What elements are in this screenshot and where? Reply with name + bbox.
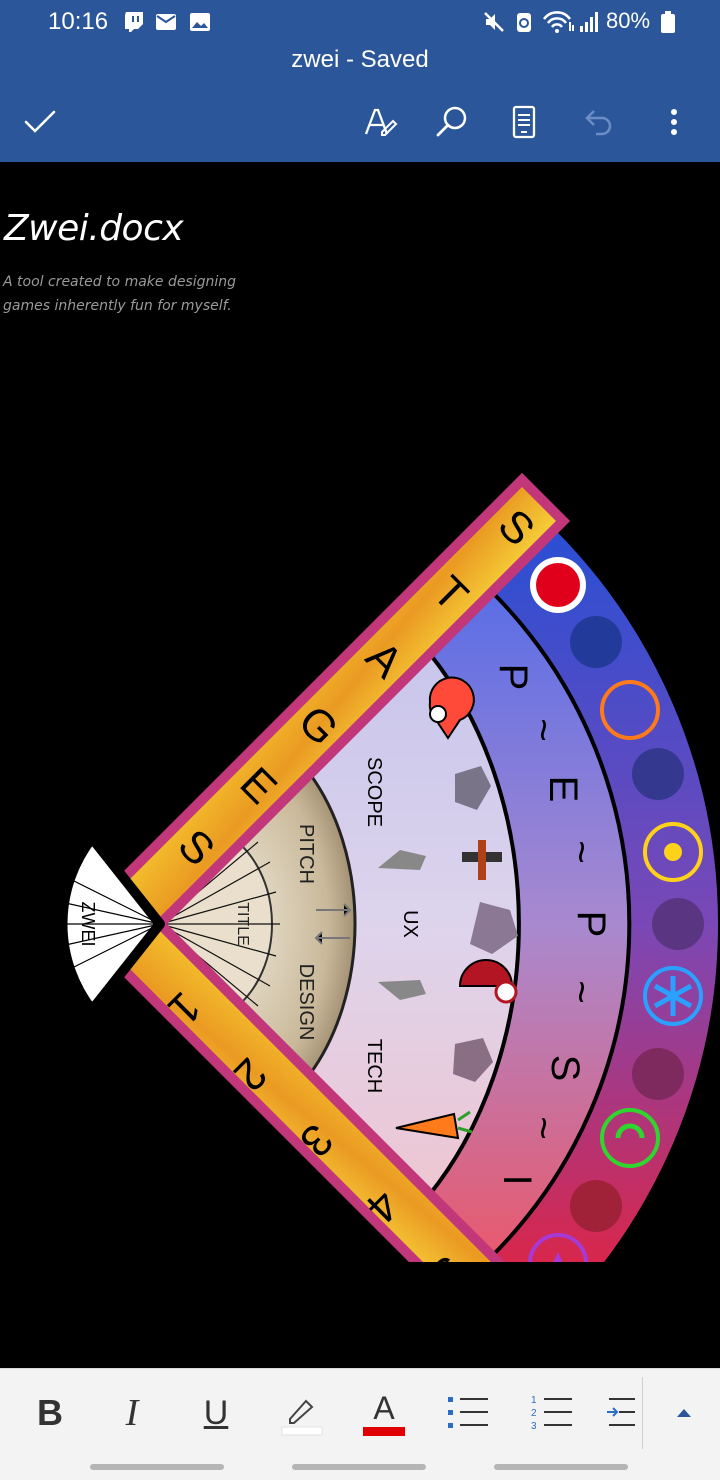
pen-format-icon <box>364 108 398 136</box>
zwei-stages-diagram[interactable]: P ~ E ~ P ~ S ~ I SCOPE UX TECH <box>0 262 720 1262</box>
indent-icon <box>607 1398 635 1426</box>
nav-home[interactable] <box>292 1464 426 1470</box>
inner-band-labels: SCOPE UX TECH <box>363 757 421 1093</box>
read-mode-button[interactable] <box>498 96 550 148</box>
mid-band-letters: P ~ E ~ P ~ S ~ I <box>491 664 613 1186</box>
undo-button[interactable] <box>572 96 624 148</box>
more-icon <box>671 109 677 135</box>
svg-text:1: 1 <box>531 1395 537 1406</box>
undo-icon <box>585 110 612 136</box>
document-title: Zwei.docx <box>4 208 184 249</box>
status-bar: 10:16 80% <box>0 0 720 44</box>
more-options-button[interactable] <box>648 96 700 148</box>
bullets-button[interactable] <box>438 1383 498 1443</box>
fan-title: TITLE <box>234 902 251 946</box>
nav-back[interactable] <box>494 1464 628 1470</box>
gallery-icon <box>188 10 212 34</box>
mail-icon <box>154 10 178 34</box>
font-color-swatch <box>363 1426 405 1436</box>
ring-letter: E <box>541 776 585 803</box>
numbering-button[interactable]: 1 2 3 <box>522 1383 582 1443</box>
recycle-icon <box>512 10 536 34</box>
signal-icon <box>578 10 602 34</box>
done-button[interactable] <box>14 96 66 148</box>
ring-letter: ~ <box>559 980 603 1003</box>
wifi-icon <box>542 10 576 34</box>
caret-up-icon <box>677 1409 691 1417</box>
ux-label: UX <box>399 910 421 938</box>
read-mode-icon <box>512 105 536 139</box>
inner-band-icons <box>395 676 518 1140</box>
document-subtitle: A tool created to make designing games i… <box>3 274 237 314</box>
core-arrows <box>314 903 352 945</box>
design-label: DESIGN <box>295 964 317 1041</box>
system-nav-bar <box>0 1456 720 1480</box>
svg-text:2: 2 <box>531 1408 537 1419</box>
underline-button[interactable]: U <box>203 1393 229 1432</box>
highlight-button[interactable] <box>270 1383 330 1443</box>
twitch-icon <box>122 10 146 34</box>
highlighter-icon <box>281 1399 323 1436</box>
scope-label: SCOPE <box>363 757 385 827</box>
zwei-fan: ZWEI <box>50 833 165 1015</box>
battery-percent: 80% <box>606 8 651 33</box>
ring-letter: P <box>569 911 613 938</box>
document-status-title: zwei - Saved <box>291 46 429 73</box>
battery-icon <box>660 10 676 34</box>
ring-letter: ~ <box>559 840 603 863</box>
outer-band-icons <box>528 557 704 1262</box>
font-color-button[interactable]: A <box>354 1383 414 1443</box>
ring-letter: I <box>495 1174 539 1185</box>
toolbar-divider <box>642 1377 643 1449</box>
check-icon <box>24 110 56 133</box>
mute-icon <box>482 10 506 34</box>
app-header: 10:16 80% zwei - Saved <box>0 0 720 162</box>
pitch-label: PITCH <box>295 824 317 884</box>
search-button[interactable] <box>426 96 478 148</box>
clock: 10:16 <box>48 8 109 35</box>
formatting-toolbar: B I U A 1 2 3 <box>0 1368 720 1456</box>
search-icon <box>436 106 467 137</box>
numbered-list-icon: 1 2 3 <box>531 1395 572 1432</box>
indent-button[interactable] <box>600 1383 640 1443</box>
format-pen-button[interactable] <box>354 96 406 148</box>
font-color-letter: A <box>373 1389 395 1426</box>
ring-letter: ~ <box>521 1116 565 1139</box>
document-canvas[interactable]: Zwei.docx A tool created to make designi… <box>0 162 720 1368</box>
ring-letter: ~ <box>521 718 565 741</box>
fan-label: ZWEI <box>78 902 98 947</box>
italic-button[interactable]: I <box>125 1392 139 1434</box>
expand-toolbar-button[interactable] <box>654 1383 714 1443</box>
tech-label: TECH <box>363 1039 385 1093</box>
ring-letter: P <box>491 664 535 691</box>
bold-button[interactable]: B <box>37 1392 63 1433</box>
inner-band-marks <box>378 850 426 1000</box>
core-labels: PITCH DESIGN <box>295 824 317 1040</box>
nav-recents[interactable] <box>90 1464 224 1470</box>
ring-letter: S <box>543 1055 587 1082</box>
bullet-list-icon <box>448 1397 488 1428</box>
svg-text:3: 3 <box>531 1421 537 1432</box>
